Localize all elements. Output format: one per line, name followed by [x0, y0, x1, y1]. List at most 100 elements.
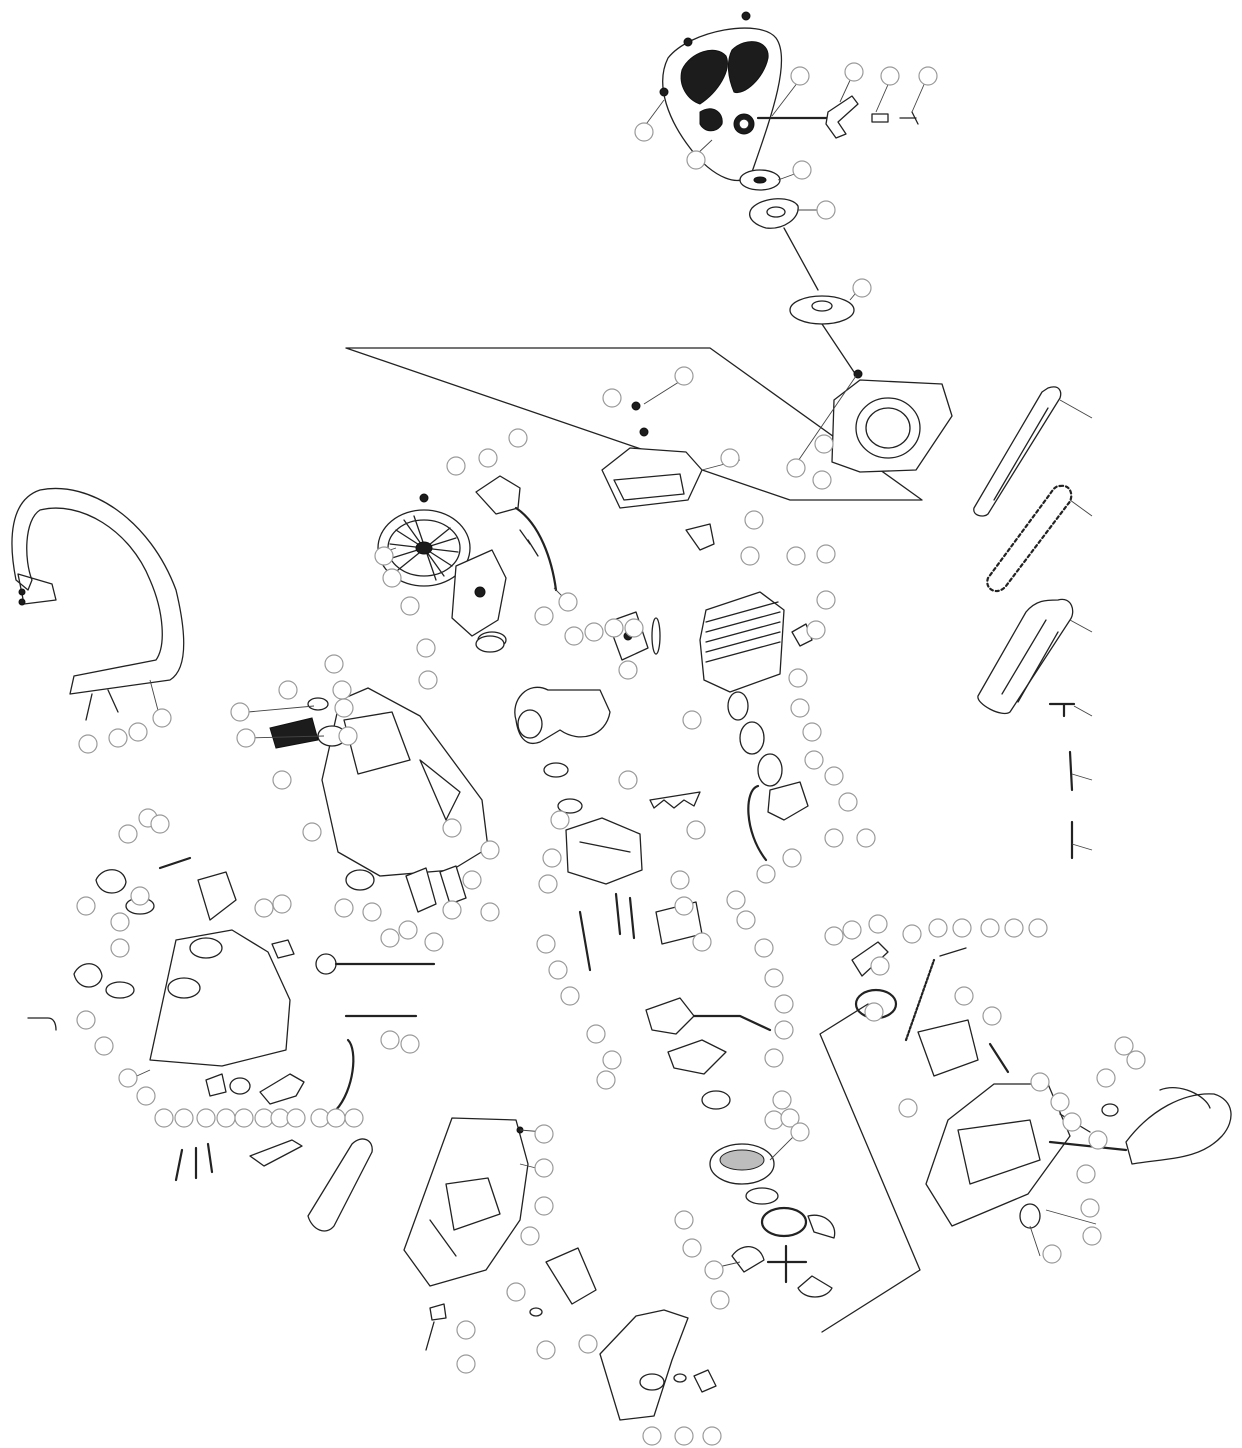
part-label-bubble — [332, 680, 352, 700]
part-label-bubble — [682, 710, 702, 730]
part-label-bubble — [804, 750, 824, 770]
part-label-bubble — [1030, 1072, 1050, 1092]
part-label-bubble — [558, 592, 578, 612]
part-label-bubble — [1062, 1112, 1082, 1132]
part-label-bubble — [578, 1334, 598, 1354]
part-label-bubble — [816, 200, 836, 220]
side-hook — [27, 1017, 57, 1031]
part-label-bubble — [400, 1034, 420, 1054]
air-filter — [545, 1247, 597, 1305]
bar-chain-assembly — [973, 386, 1076, 860]
guide-bar — [973, 386, 1062, 517]
part-label-bubble — [456, 1320, 476, 1340]
part-label-bubble — [806, 620, 826, 640]
part-label-bubble — [868, 914, 888, 934]
part-label-bubble — [838, 792, 858, 812]
part-label-bubble — [1088, 1130, 1108, 1150]
air-filter-cover — [601, 447, 703, 509]
clutch-spring — [760, 1206, 808, 1238]
clutch-group-frame — [819, 1003, 921, 1333]
part-label-bubble — [692, 932, 712, 952]
part-label-bubble — [254, 898, 274, 918]
part-label-bubble — [792, 160, 812, 180]
part-label-bubble — [704, 1260, 724, 1280]
part-label-bubble — [326, 1108, 346, 1128]
part-label-bubble — [596, 1070, 616, 1090]
part-label-bubble — [764, 1110, 784, 1130]
part-label-bubble — [852, 278, 872, 298]
bar-wrench — [1048, 702, 1076, 718]
part-label-bubble — [682, 1238, 702, 1258]
tank-cap-2 — [73, 963, 103, 988]
part-label-bubble — [898, 1098, 918, 1118]
part-label-bubble — [954, 986, 974, 1006]
crankcase-right — [565, 817, 643, 885]
front-handle — [11, 487, 185, 721]
tank-cap-1 — [95, 869, 127, 894]
part-label-bubble — [618, 770, 638, 790]
part-label-bubble — [230, 702, 250, 722]
part-label-bubble — [980, 918, 1000, 938]
part-label-bubble — [76, 896, 96, 916]
part-label-bubble — [560, 986, 580, 1006]
part-label-bubble — [478, 448, 498, 468]
part-label-bubble — [842, 920, 862, 940]
part-label-bubble — [302, 822, 322, 842]
part-label-bubble — [816, 590, 836, 610]
part-label-bubble — [548, 960, 568, 980]
part-label-bubble — [506, 1282, 526, 1302]
part-label-bubble — [272, 770, 292, 790]
part-label-bubble — [130, 886, 150, 906]
part-label-bubble — [782, 848, 802, 868]
part-label-bubble — [774, 1020, 794, 1040]
starter-spring-small — [871, 113, 889, 123]
part-label-bubble — [480, 840, 500, 860]
bar-scabbard — [977, 598, 1074, 715]
part-label-bubble — [686, 820, 706, 840]
part-label-bubble — [534, 1158, 554, 1178]
part-label-bubble — [174, 1108, 194, 1128]
handle-housing-assembly — [27, 687, 489, 1232]
part-label-bubble — [864, 1002, 884, 1022]
side-cover-assembly — [403, 1117, 717, 1421]
part-label-bubble — [720, 448, 740, 468]
part-label-bubble — [786, 546, 806, 566]
part-label-bubble — [824, 828, 844, 848]
part-label-bubble — [902, 924, 922, 944]
saw-chain — [986, 484, 1073, 593]
part-label-bubble — [790, 1122, 810, 1142]
part-label-bubble — [110, 938, 130, 958]
part-label-bubble — [802, 722, 822, 742]
part-label-bubble — [814, 434, 834, 454]
part-label-bubble — [564, 626, 584, 646]
part-label-bubble — [382, 568, 402, 588]
part-label-bubble — [674, 896, 694, 916]
part-label-bubble — [534, 1124, 554, 1144]
part-label-bubble — [310, 1108, 330, 1128]
part-label-bubble — [1004, 918, 1024, 938]
part-label-bubble — [982, 1006, 1002, 1026]
part-label-bubble — [1042, 1244, 1062, 1264]
part-label-bubble — [536, 1340, 556, 1360]
part-label-bubble — [740, 546, 760, 566]
part-label-bubble — [1080, 1198, 1100, 1218]
part-label-bubble — [918, 66, 938, 86]
oil-pump-gasket — [667, 1039, 727, 1075]
part-label-bubble — [78, 734, 98, 754]
part-label-bubble — [1050, 1092, 1070, 1112]
part-label-bubble — [618, 660, 638, 680]
ignition-coil — [475, 475, 521, 515]
part-label-bubble — [480, 902, 500, 922]
part-label-bubble — [880, 66, 900, 86]
starter-cover-assembly — [659, 11, 953, 473]
part-label-bubble — [216, 1108, 236, 1128]
part-label-bubble — [756, 864, 776, 884]
part-label-bubble — [398, 920, 418, 940]
part-label-bubble — [94, 1036, 114, 1056]
part-label-bubble — [380, 928, 400, 948]
muffler-plate — [685, 523, 715, 551]
oil-pump — [645, 997, 695, 1035]
part-label-bubble — [774, 994, 794, 1014]
part-label-bubble — [424, 932, 444, 952]
part-label-bubble — [508, 428, 528, 448]
